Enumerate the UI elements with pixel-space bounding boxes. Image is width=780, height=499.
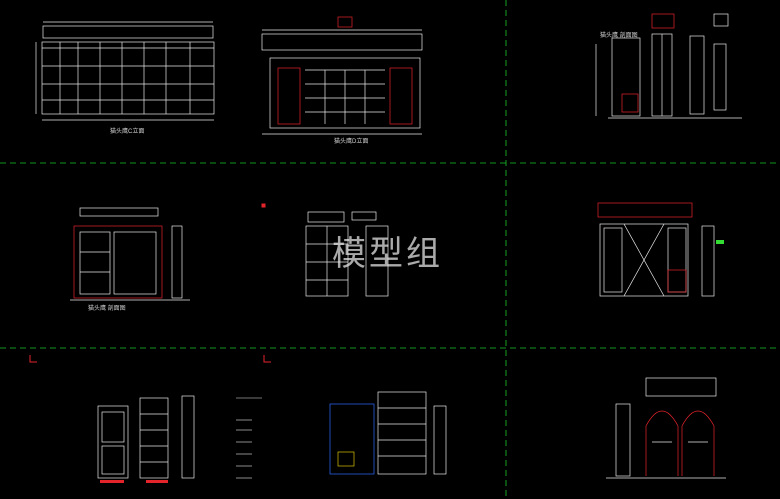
drawing-label-d-elevation: 猫头鹰D立面 [334,139,369,145]
elevation-drawing-1[interactable] [35,21,215,121]
elevation-drawing-4[interactable] [70,207,190,301]
elevation-drawing-7[interactable] [97,395,195,483]
drawing-label-section-1: 猫头鹰 剖面图 [88,306,126,312]
drawing-label-section-2: 猫头鹰 剖面图 [600,33,638,39]
elevation-drawing-5[interactable] [305,211,389,297]
watermark-text: 模型组 [332,234,443,274]
elevation-drawing-6[interactable] [597,202,724,297]
legend-list [236,397,262,479]
drawing-label-c-elevation: 猫头鹰C立面 [110,129,145,135]
corner-markers [29,203,271,363]
elevation-drawing-9[interactable] [606,377,726,479]
elevation-drawing-2[interactable] [261,16,423,135]
section-drawing-3[interactable] [595,13,742,119]
elevation-drawing-8[interactable] [329,391,447,475]
